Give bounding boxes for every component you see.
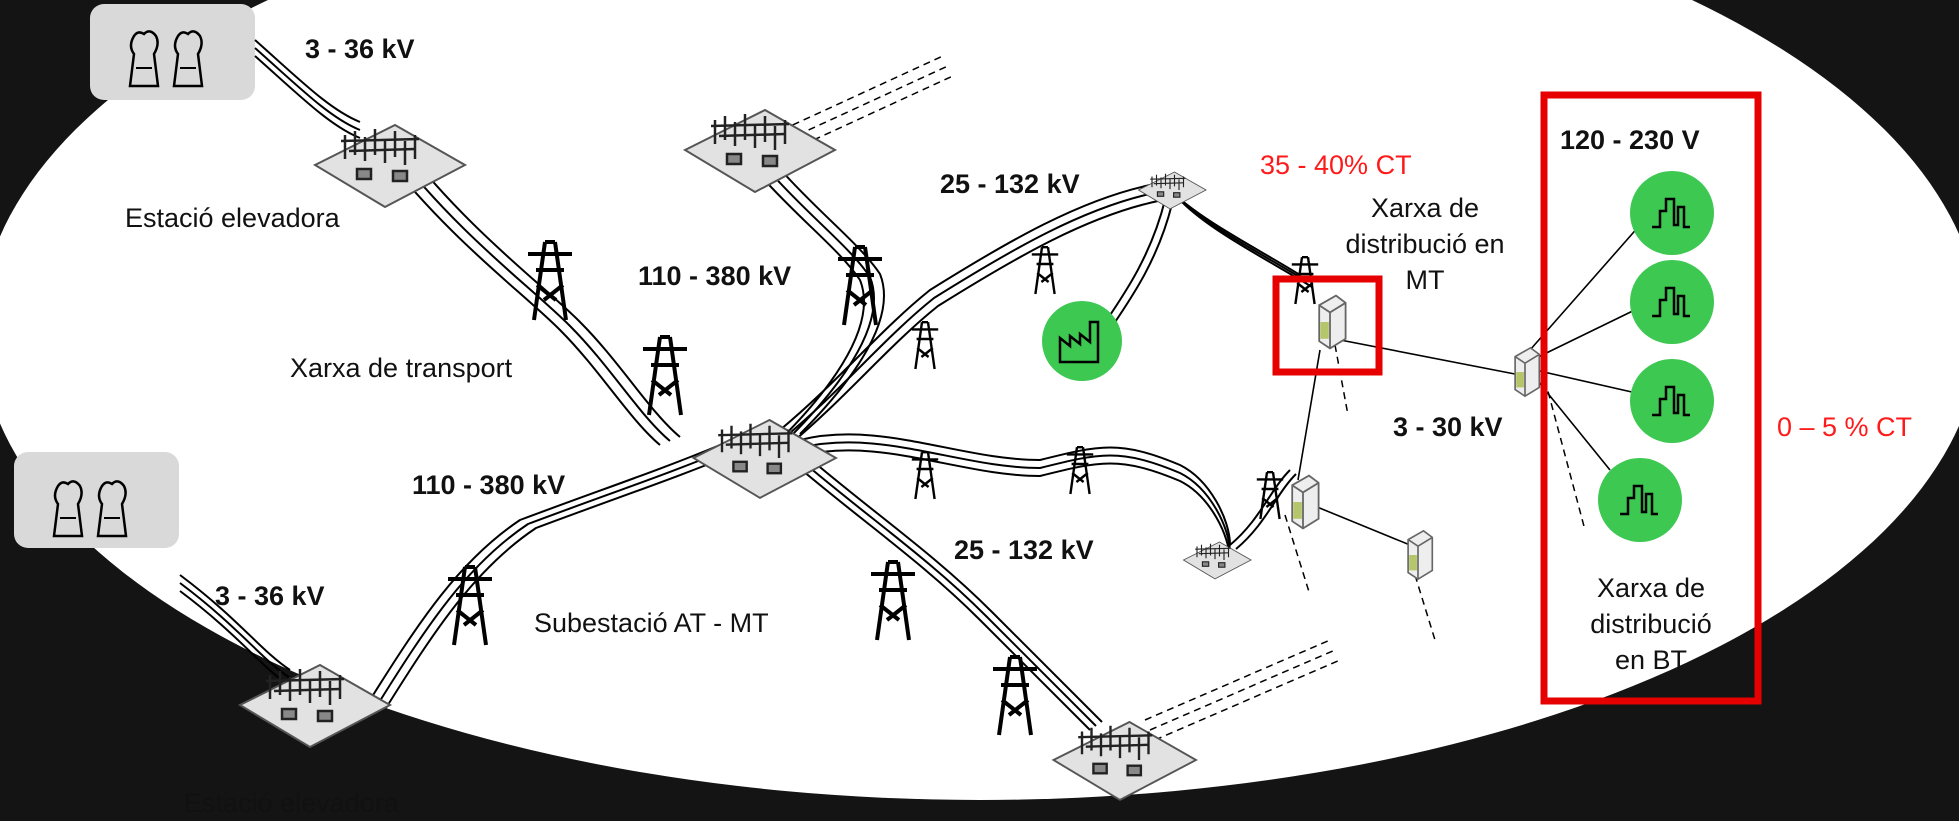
mv-network-line-3: MT — [1405, 265, 1445, 295]
mv-ct-percentage: 35 - 40% CT — [1260, 150, 1412, 180]
load-profile-icon — [1598, 458, 1682, 542]
transmission-voltage-bottom: 110 - 380 kV — [412, 470, 566, 500]
lv-ct-percentage: 0 – 5 % CT — [1777, 412, 1913, 442]
mv-network-line-2: distribució en — [1345, 229, 1505, 259]
distribution-transformer-icon — [1318, 294, 1347, 350]
substation-hv-mv-label: Subestació AT - MT — [534, 608, 769, 638]
distribution-transformer-icon — [1514, 346, 1541, 398]
mv-highlight-box — [1272, 275, 1383, 376]
factory-icon — [1042, 301, 1122, 381]
generation-voltage-bottom: 3 - 36 kV — [215, 581, 325, 611]
load-profile-icon — [1630, 359, 1714, 443]
power-plant-bottom — [14, 452, 179, 548]
power-plant-top — [90, 4, 255, 100]
transmission-voltage-top: 110 - 380 kV — [638, 261, 792, 291]
lv-network-line-2: distribució — [1590, 609, 1712, 639]
lv-network-label: Xarxa de distribució en BT — [1566, 570, 1736, 678]
dashed-lines — [759, 54, 1586, 741]
grid-background — [0, 0, 1959, 800]
mv-voltage-bottom: 25 - 132 kV — [954, 535, 1094, 565]
step-up-station-bottom: Estació elevadora — [184, 788, 399, 818]
mv-voltage-top: 25 - 132 kV — [940, 169, 1080, 199]
lv-network-line-1: Xarxa de — [1596, 573, 1706, 603]
transport-network-label: Xarxa de transport — [290, 353, 513, 383]
distribution-voltage-label: 3 - 30 kV — [1393, 412, 1503, 442]
lv-voltage-label: 120 - 230 V — [1560, 125, 1700, 155]
mv-network-label: Xarxa de distribució en MT — [1320, 190, 1530, 298]
lv-network-line-3: en BT — [1614, 645, 1688, 675]
load-profile-icon — [1630, 171, 1714, 255]
mv-network-line-1: Xarxa de — [1370, 193, 1480, 223]
distribution-transformer-icon — [1291, 474, 1320, 530]
generation-voltage-top: 3 - 36 kV — [305, 34, 415, 64]
distribution-transformer-icon — [1407, 529, 1434, 581]
lv-highlight-box — [1540, 91, 1762, 705]
load-profile-icon — [1630, 260, 1714, 344]
step-up-station-top: Estació elevadora — [125, 203, 340, 233]
transmission-lines — [179, 39, 1313, 731]
